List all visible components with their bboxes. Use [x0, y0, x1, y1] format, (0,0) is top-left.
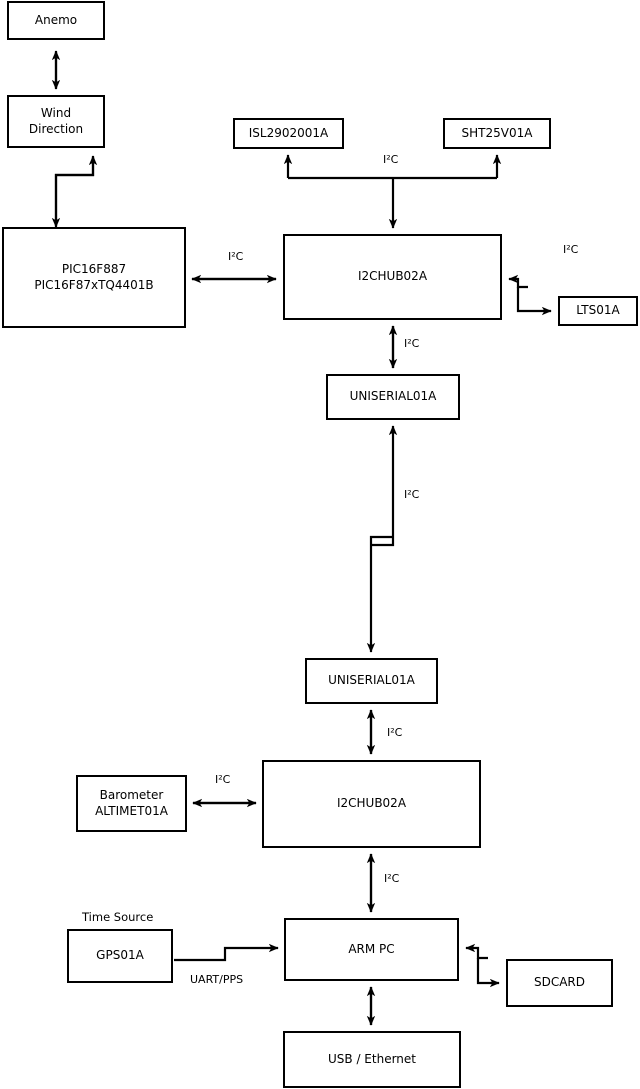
edge-label-i2c-hub2-armpc: I²C [384, 872, 400, 885]
node-wind-direction[interactable]: Wind Direction [7, 95, 105, 148]
wire-uni2-uni1 [371, 425, 398, 547]
node-uniserial01a-upper[interactable]: UNISERIAL01A [326, 374, 460, 420]
node-label: ISL2902001A [248, 125, 329, 140]
node-pic-microcontroller[interactable]: PIC16F887 PIC16F87xTQ4401B [2, 227, 186, 328]
node-label: SDCARD [533, 975, 586, 990]
node-gps01a[interactable]: GPS01A [67, 929, 173, 983]
node-i2chub02a-bottom[interactable]: I2CHUB02A [262, 760, 481, 848]
node-label: UNISERIAL01A [349, 389, 437, 404]
node-label: SHT25V01A [461, 125, 533, 140]
wire-hub-lts [516, 287, 552, 316]
edge-label-i2c-uniserial-link: I²C [404, 488, 420, 501]
node-uniserial01a-lower[interactable]: UNISERIAL01A [305, 658, 438, 704]
node-label: GPS01A [96, 948, 144, 963]
label-time-source: Time Source [82, 910, 154, 924]
edge-label-i2c-barometer-hub2: I²C [215, 773, 231, 786]
edge-label-uart-pps: UART/PPS [190, 973, 244, 986]
node-label: PIC16F887 PIC16F87xTQ4401B [34, 262, 154, 292]
node-label: LTS01A [576, 303, 620, 318]
node-anemo[interactable]: Anemo [7, 1, 105, 40]
node-i2chub02a-top[interactable]: I2CHUB02A [283, 234, 502, 320]
wire-lts-hub [508, 274, 528, 289]
wire-pic-wind [54, 155, 98, 226]
node-sht25v01a[interactable]: SHT25V01A [443, 118, 551, 149]
node-label: UNISERIAL01A [328, 673, 415, 688]
wire-wind-pic [51, 157, 95, 228]
node-label: I2CHUB02A [357, 269, 428, 284]
node-isl2902001a[interactable]: ISL2902001A [233, 118, 344, 149]
wire-sdcard-arm [465, 943, 488, 960]
edge-label-i2c-uniserial-hub2: I²C [387, 726, 403, 739]
edge-label-i2c-hub-uniserial: I²C [404, 337, 420, 350]
wire-uni1-uni2 [366, 535, 393, 653]
edge-label-i2c-hub-lts: I²C [563, 243, 579, 256]
node-label: Barometer ALTIMET01A [95, 788, 168, 818]
node-label: ARM PC [348, 941, 395, 956]
node-arm-pc[interactable]: ARM PC [284, 918, 459, 981]
node-label: Wind Direction [28, 106, 84, 136]
edge-label-i2c-pic-hub: I²C [228, 250, 244, 263]
node-label: I2CHUB02A [336, 796, 407, 811]
node-sdcard[interactable]: SDCARD [506, 959, 613, 1007]
node-label: Anemo [34, 12, 78, 27]
edge-label-i2c-sensor-bus: I²C [383, 153, 399, 166]
node-label: USB / Ethernet [328, 1051, 416, 1066]
node-lts01a[interactable]: LTS01A [558, 296, 638, 326]
node-usb-ethernet[interactable]: USB / Ethernet [283, 1031, 461, 1088]
node-barometer-altimet01a[interactable]: Barometer ALTIMET01A [76, 775, 187, 832]
wire-arm-sdcard [476, 958, 500, 988]
wire-gps-arm [174, 943, 279, 962]
